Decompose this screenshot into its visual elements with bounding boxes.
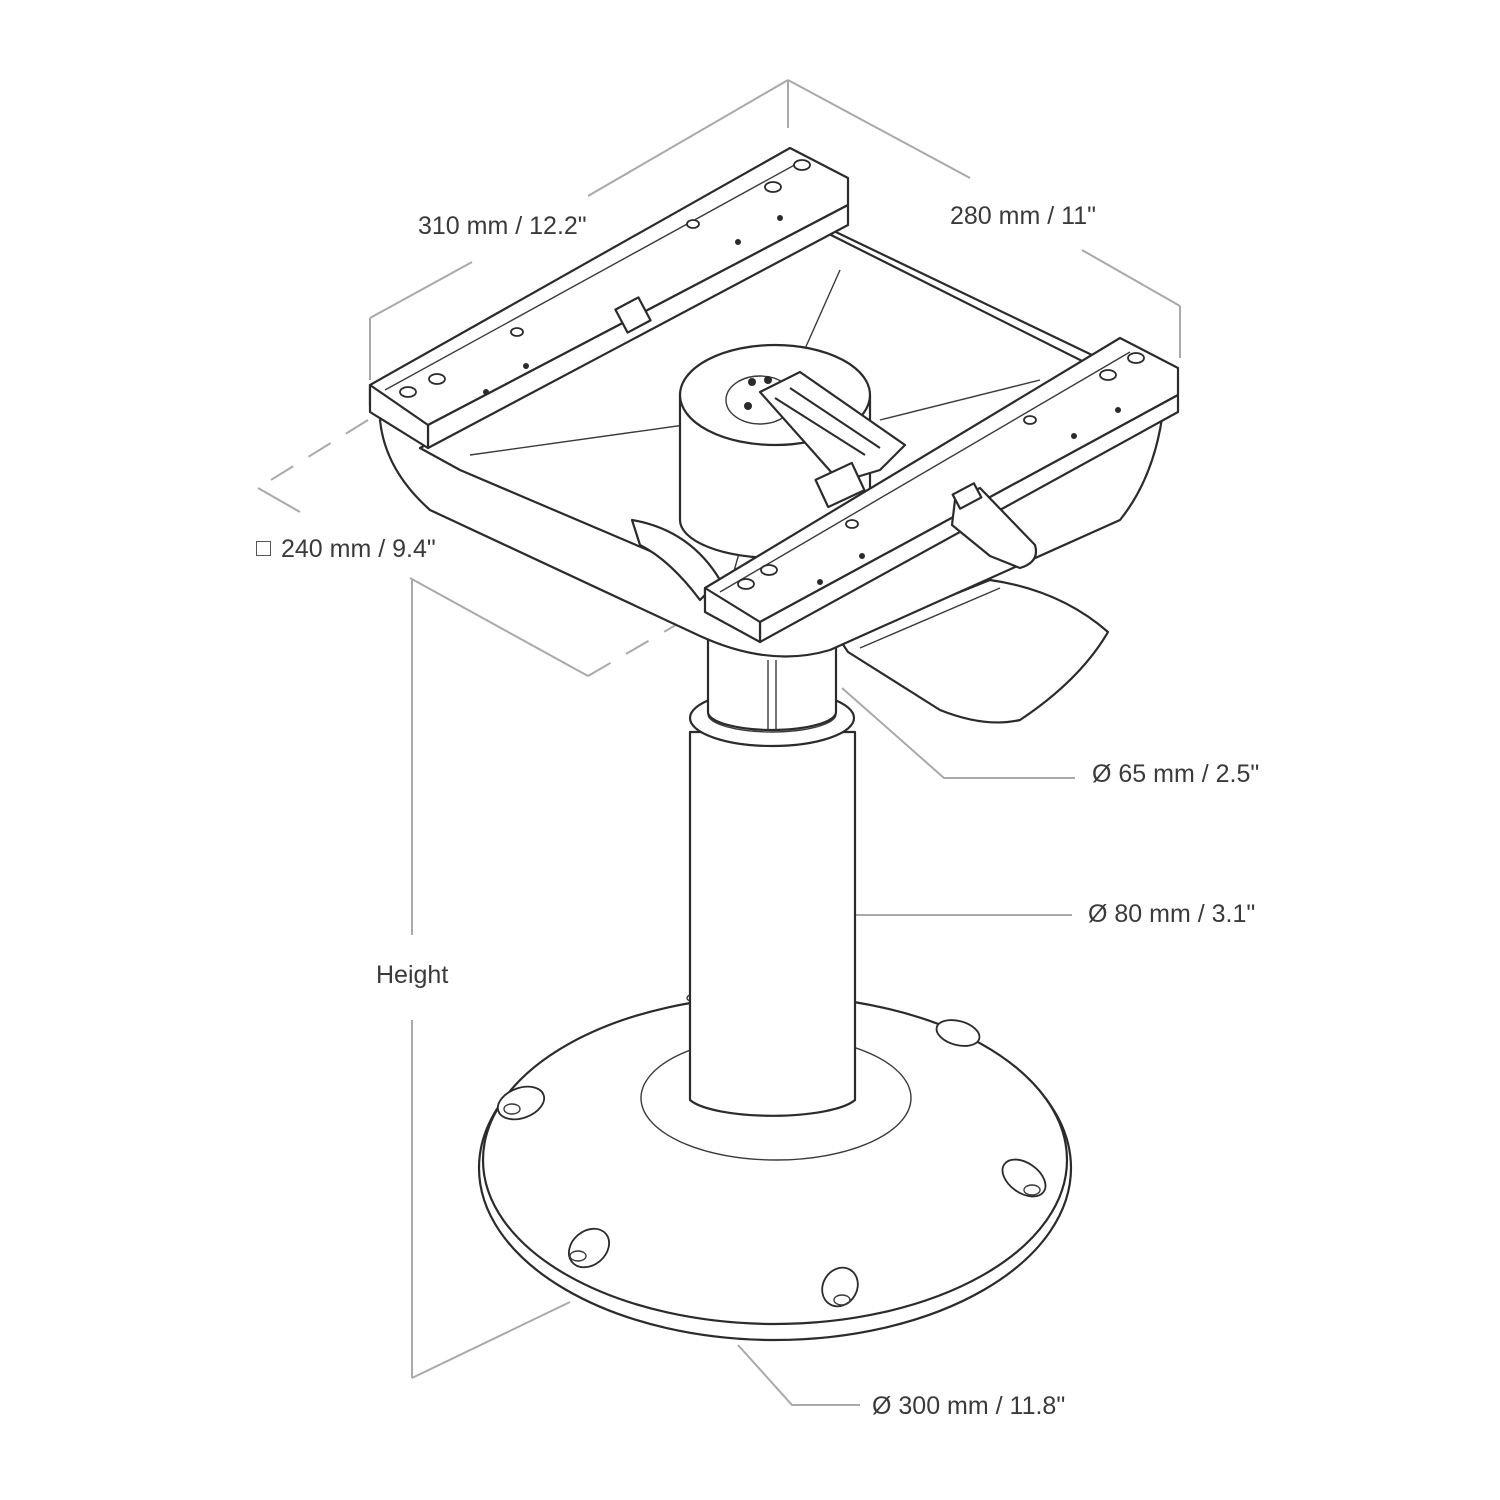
bolt-head: [569, 1250, 587, 1262]
tray-rib: [879, 379, 1041, 421]
tray-rib: [469, 419, 721, 456]
dim-line-240-b: [409, 577, 589, 677]
bolt-head: [833, 1294, 851, 1306]
label-top-width: 310 mm / 12.2": [418, 212, 587, 240]
rail-rivet: [523, 363, 529, 369]
rail-rivet: [777, 215, 783, 221]
square-outline-icon: [256, 541, 271, 556]
rail-hole: [399, 386, 417, 398]
label-column-upper: Ø 65 mm / 2.5": [1092, 760, 1260, 788]
rail-rivet: [1115, 407, 1121, 413]
hub-screw: [748, 378, 756, 386]
label-base: Ø 300 mm / 11.8": [872, 1392, 1066, 1420]
column-lower-tube: [688, 730, 857, 1117]
rail-rivet: [483, 389, 489, 395]
label-square-value: 240 mm / 9.4": [281, 535, 436, 563]
rail-hole: [510, 327, 524, 337]
bolt-hole: [1001, 1158, 1047, 1198]
leader-base: [737, 1344, 860, 1406]
rail-left-end: [368, 383, 430, 450]
label-top-depth: 280 mm / 11": [950, 202, 1096, 230]
bolt-hole: [568, 1227, 610, 1269]
dim-line-280-a: [787, 79, 971, 179]
base-bolt-holes: [496, 994, 1047, 1308]
rail-hole: [1127, 352, 1145, 364]
swivel-hub: [678, 343, 907, 560]
rail-hole: [793, 159, 811, 171]
rail-rivet: [1071, 433, 1077, 439]
rail-clip: [614, 296, 652, 334]
dim-line-height-base: [411, 1301, 571, 1379]
rail-left: [368, 146, 850, 450]
dimension-lines: [257, 79, 1181, 1406]
label-column-lower: Ø 80 mm / 3.1": [1088, 900, 1256, 928]
swivel-release-mount: [951, 482, 983, 510]
rail-hole: [686, 219, 700, 229]
rail-hole: [737, 578, 755, 590]
rail-left-edge: [384, 161, 801, 391]
tray-rib: [799, 269, 841, 361]
rail-right-end: [703, 586, 762, 644]
rail-rivet: [859, 553, 865, 559]
height-lever-edge: [859, 587, 1001, 649]
swivel-mechanism: [758, 370, 907, 484]
base-plate: [477, 994, 1073, 1342]
rail-hole: [1023, 415, 1037, 425]
rail-hole: [764, 181, 782, 193]
column: [688, 638, 857, 1117]
rail-rivet: [735, 239, 741, 245]
dim-line-240-corner: [257, 487, 301, 513]
label-height: Height: [376, 961, 449, 989]
dim-line-280-b: [1081, 249, 1181, 307]
dim-dash-240-a: [257, 419, 369, 489]
hub-screw: [764, 376, 772, 384]
rail-hole: [428, 373, 446, 385]
dim-dash-240-c: [587, 603, 713, 677]
leader-column-upper: [841, 687, 1075, 779]
swivel-release-lever: [950, 482, 1038, 570]
swivel-block: [814, 461, 866, 509]
label-square-size: 240 mm / 9.4": [256, 537, 436, 562]
rail-hole: [1099, 369, 1117, 381]
bolt-head: [1023, 1184, 1041, 1196]
dim-line-310-b: [587, 79, 789, 197]
bolt-head: [503, 1103, 521, 1115]
dim-line-310-a: [369, 261, 473, 319]
column-upper-tube: [706, 638, 838, 732]
hub-screw: [744, 402, 752, 410]
swivel-mechanism-detail: [774, 387, 881, 456]
swivel-release-handle: [950, 486, 1038, 570]
rail-hole: [760, 564, 778, 576]
bolt-hole: [935, 1019, 981, 1047]
bolt-hole: [496, 1085, 546, 1121]
rail-right-edge: [719, 351, 1131, 593]
rail-rivet: [817, 579, 823, 585]
rail-hole: [845, 519, 859, 529]
